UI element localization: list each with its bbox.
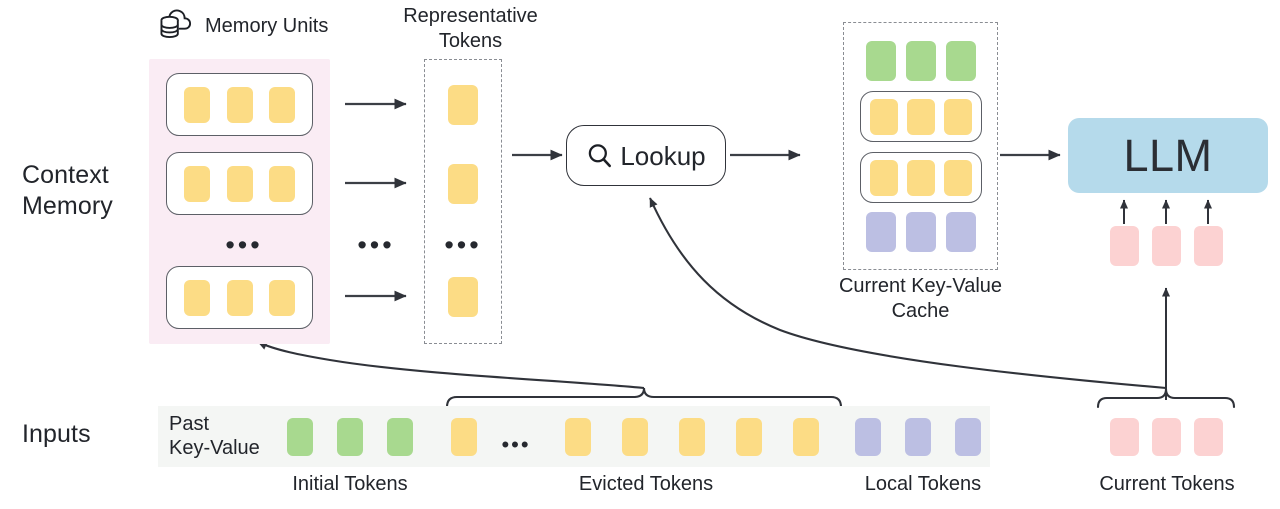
memory-unit-2[interactable] <box>166 152 313 215</box>
past-key-value-line2: Key-Value <box>169 437 260 459</box>
memory-token <box>269 279 296 316</box>
kv-row-retrieved-1[interactable] <box>860 91 982 142</box>
representative-token-1 <box>448 85 478 125</box>
lookup-label: Lookup <box>620 140 706 171</box>
input-token-yellow-4 <box>679 418 705 456</box>
curve-current-tokens-to-lookup <box>649 197 1167 390</box>
representative-tokens-container <box>424 59 502 344</box>
row-label-context-memory-line1: Context <box>22 161 109 189</box>
memory-token <box>269 86 296 123</box>
input-token-purple-2 <box>905 418 931 456</box>
llm-label: LLM <box>1123 129 1213 181</box>
row-label-context-memory-line2: Memory <box>22 192 113 220</box>
brace-current-tokens <box>1096 388 1236 409</box>
memory-units-label: Memory Units <box>205 14 329 37</box>
kv-token-purple <box>866 212 896 252</box>
kv-token-purple <box>906 212 936 252</box>
current-kv-cache-caption: Current Key-Value Cache <box>813 274 1028 324</box>
memory-token <box>183 86 210 123</box>
input-token-purple-1 <box>855 418 881 456</box>
memory-units-header: Memory Units <box>156 6 328 46</box>
representative-token-n <box>448 277 478 317</box>
memory-token <box>226 165 253 202</box>
representative-tokens-line2: Tokens <box>438 30 503 52</box>
kv-token-yellow <box>870 98 898 135</box>
input-token-yellow-1 <box>451 418 477 456</box>
current-kv-cache-line1: Current Key-Value <box>838 275 1003 297</box>
memory-token <box>226 86 253 123</box>
cloud-database-icon <box>156 6 196 46</box>
kv-token-yellow <box>944 159 972 196</box>
input-tokens-ellipsis: ••• <box>501 432 531 457</box>
arrows-ellipsis: ••• <box>357 230 395 260</box>
current-kv-cache-container <box>843 22 998 270</box>
past-key-value-line1: Past <box>169 413 210 435</box>
current-token-1 <box>1110 418 1139 456</box>
kv-token-yellow <box>944 98 972 135</box>
row-label-context-memory: Context Memory <box>22 160 162 222</box>
curve-evicted-to-context-memory <box>257 341 645 390</box>
memory-token <box>183 165 210 202</box>
memory-token <box>183 279 210 316</box>
brace-evicted-tokens <box>445 387 843 409</box>
current-token-3 <box>1194 418 1223 456</box>
llm-input-token-1 <box>1110 226 1139 266</box>
kv-token-green <box>866 41 896 81</box>
past-key-value-label: Past Key-Value <box>169 412 269 460</box>
current-token-2 <box>1152 418 1181 456</box>
memory-unit-1[interactable] <box>166 73 313 136</box>
kv-token-yellow <box>907 159 935 196</box>
kv-token-green <box>946 41 976 81</box>
caption-evicted-tokens: Evicted Tokens <box>578 473 714 495</box>
kv-token-yellow <box>870 159 898 196</box>
memory-unit-n[interactable] <box>166 266 313 329</box>
input-token-yellow-6 <box>793 418 819 456</box>
llm-input-token-3 <box>1194 226 1223 266</box>
llm-input-token-2 <box>1152 226 1181 266</box>
input-token-yellow-2 <box>565 418 591 456</box>
memory-token <box>269 165 296 202</box>
caption-current-tokens: Current Tokens <box>1099 473 1235 495</box>
input-token-green-1 <box>287 418 313 456</box>
representative-token-2 <box>448 164 478 204</box>
caption-initial-tokens: Initial Tokens <box>292 473 408 495</box>
lookup-button[interactable]: Lookup <box>566 125 726 186</box>
kv-token-purple <box>946 212 976 252</box>
caption-local-tokens: Local Tokens <box>864 473 982 495</box>
kv-token-green <box>906 41 936 81</box>
representative-tokens-header: Representative Tokens <box>378 4 563 54</box>
llm-box[interactable]: LLM <box>1068 118 1268 193</box>
input-token-yellow-5 <box>736 418 762 456</box>
row-label-inputs: Inputs <box>22 420 91 448</box>
memory-token <box>226 279 253 316</box>
input-token-green-2 <box>337 418 363 456</box>
representative-tokens-ellipsis: ••• <box>444 230 482 260</box>
kv-row-local <box>866 212 976 252</box>
kv-row-retrieved-2[interactable] <box>860 152 982 203</box>
memory-units-ellipsis: ••• <box>225 230 263 260</box>
kv-row-initial <box>866 41 976 81</box>
kv-token-yellow <box>907 98 935 135</box>
input-token-purple-3 <box>955 418 981 456</box>
input-token-green-3 <box>387 418 413 456</box>
current-kv-cache-line2: Cache <box>891 300 950 322</box>
magnifier-icon <box>586 142 614 170</box>
representative-tokens-line1: Representative <box>403 5 538 27</box>
input-token-yellow-3 <box>622 418 648 456</box>
